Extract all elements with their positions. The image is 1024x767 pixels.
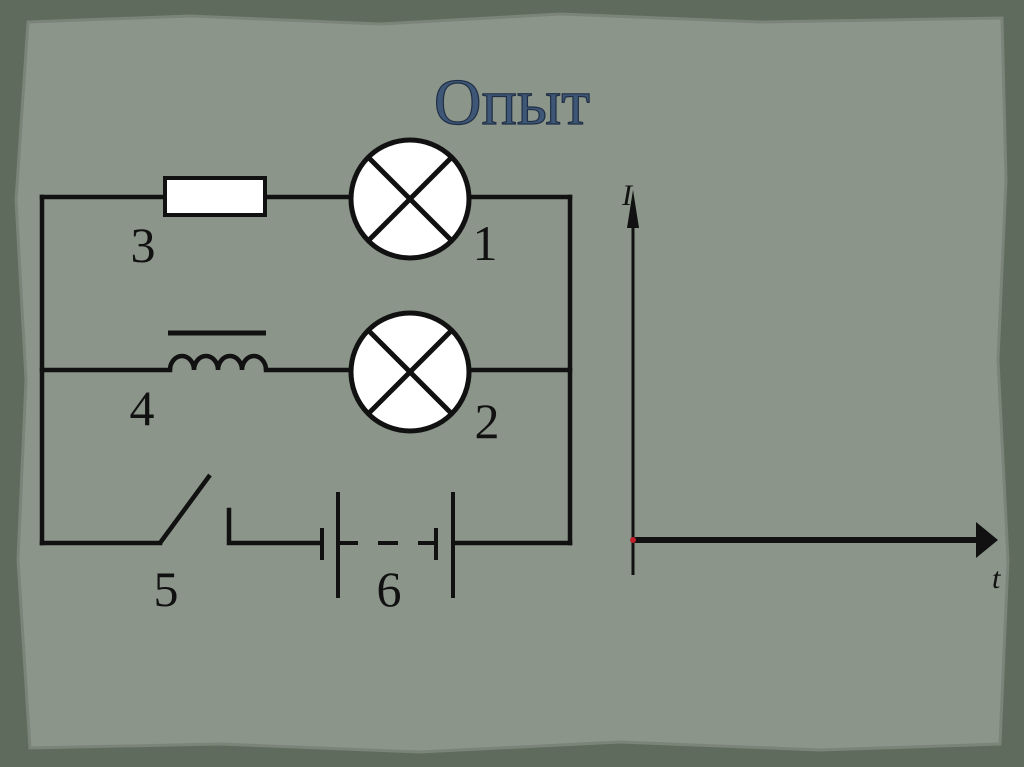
current-time-graph: I t: [621, 179, 1001, 595]
label-battery: 6: [377, 561, 402, 617]
circuit-diagram: 3 1 4 2 5 6: [39, 137, 573, 617]
lamp-1-symbol: [348, 137, 472, 261]
lamp-2-symbol: [348, 310, 472, 434]
resistor-symbol: [163, 176, 267, 217]
bottom-branch-wire-switch: [226, 507, 323, 546]
label-lamp-1: 1: [473, 215, 498, 271]
y-axis-arrow: [627, 190, 639, 228]
slide-title: Опыт: [434, 66, 590, 139]
x-axis-label: t: [992, 562, 1001, 595]
label-switch: 5: [154, 561, 179, 617]
inductor-symbol: [167, 330, 269, 371]
label-inductor: 4: [130, 380, 155, 436]
origin-point: [630, 537, 636, 543]
y-axis-label: I: [621, 179, 634, 212]
switch-symbol: [158, 473, 212, 545]
x-axis-arrow: [976, 522, 998, 558]
label-resistor: 3: [131, 217, 156, 273]
label-lamp-2: 2: [475, 393, 500, 449]
